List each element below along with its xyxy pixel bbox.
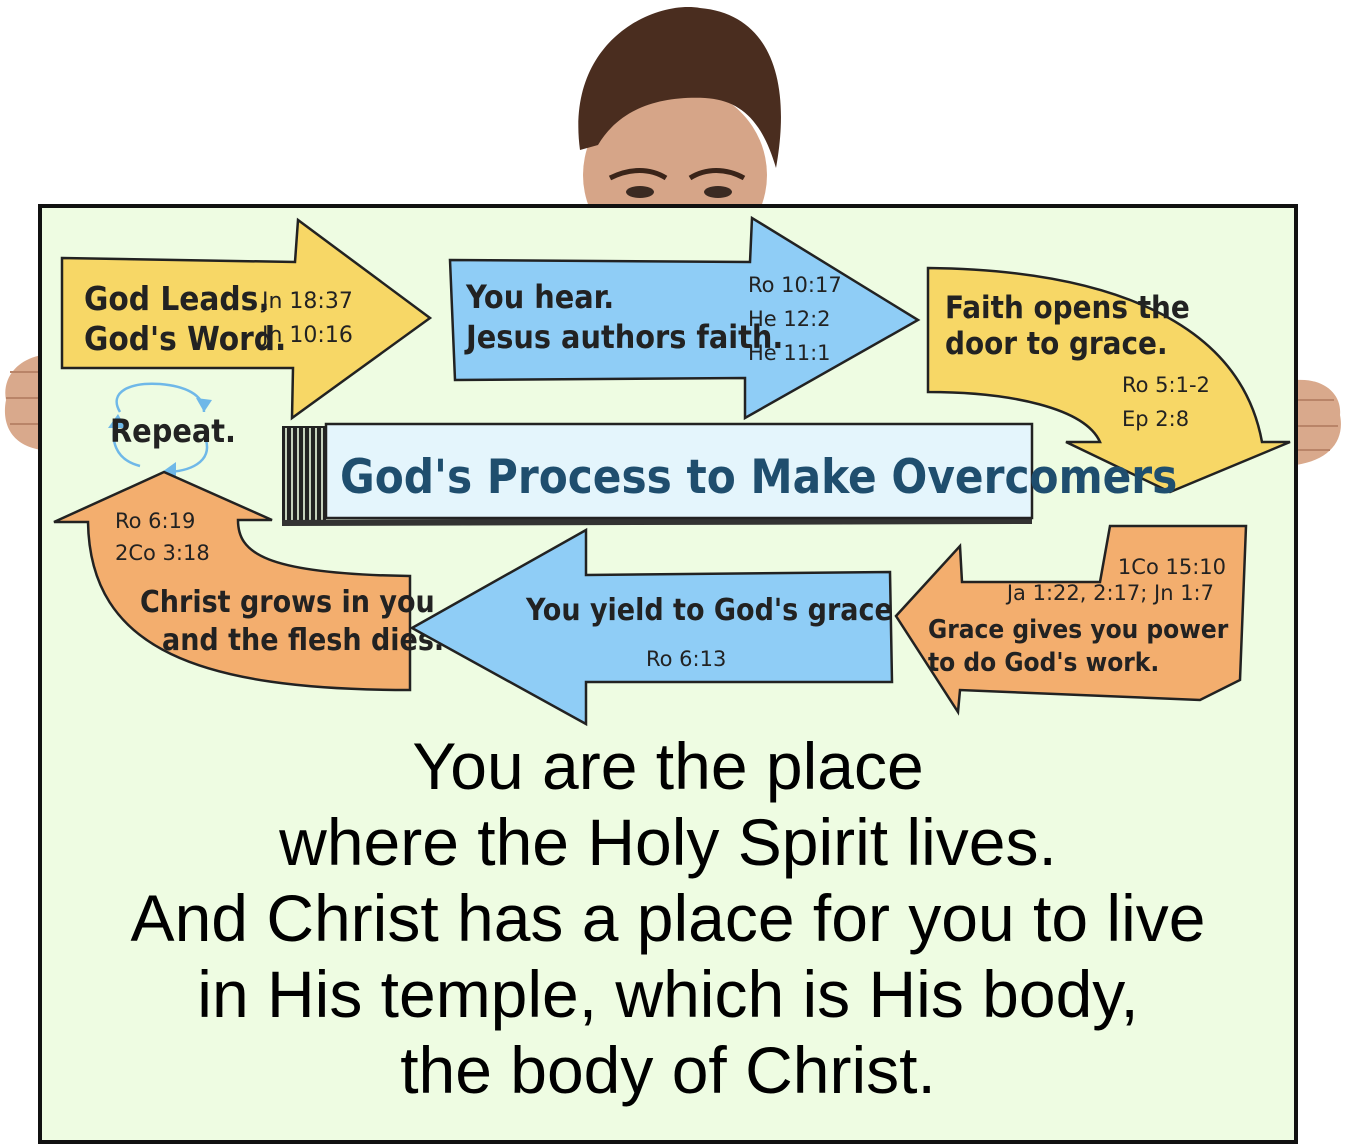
step-ref: 1Co 15:10 <box>1118 555 1226 579</box>
step-arrow-christ-grows: Ro 6:19 2Co 3:18 Christ grows in you and… <box>53 470 444 692</box>
step-arrow-god-leads: God Leads. God's Word. Jn 18:37 Jn 10:16 <box>60 217 433 421</box>
message-line: where the Holy Spirit lives. <box>279 805 1057 879</box>
step-line: and the flesh dies. <box>162 623 444 658</box>
message-line: in His temple, which is His body, <box>197 957 1139 1031</box>
page-title: God's Process to Make Overcomers <box>340 450 1177 505</box>
message-line: And Christ has a place for you to live <box>130 881 1206 955</box>
right-hand <box>1296 379 1341 465</box>
message-line: You are the place <box>412 729 924 803</box>
step-line: Grace gives you power <box>928 615 1229 645</box>
message-line: the body of Christ. <box>400 1033 936 1107</box>
step-line: Christ grows in you <box>140 585 435 620</box>
step-line: You yield to God's grace <box>525 593 893 628</box>
cycle-arrow-icon <box>196 398 212 412</box>
scripture-message: You are the place where the Holy Spirit … <box>42 728 1294 1108</box>
step-line: God's Word. <box>84 319 286 358</box>
step-ref: Jn 10:16 <box>260 323 353 348</box>
step-ref: 2Co 3:18 <box>115 541 210 565</box>
step-line: God Leads. <box>84 279 270 318</box>
title-banner: God's Process to Make Overcomers <box>282 422 1177 526</box>
step-arrow-you-hear: You hear. Jesus authors faith. Ro 10:17 … <box>448 215 921 421</box>
step-ref: Jn 18:37 <box>260 289 353 314</box>
step-arrow-you-yield: You yield to God's grace Ro 6:13 <box>409 527 894 727</box>
step-line: Faith opens the <box>945 290 1190 326</box>
repeat-label: Repeat. <box>110 412 236 450</box>
step-ref: Ro 10:17 <box>748 273 842 297</box>
step-ref: Ro 6:19 <box>115 509 195 533</box>
step-arrow-grace-gives: 1Co 15:10 Ja 1:22, 2:17; Jn 1:7 Grace gi… <box>894 524 1248 716</box>
step-ref: Ro 6:13 <box>646 647 726 671</box>
left-hand <box>4 355 42 450</box>
step-ref: He 12:2 <box>748 307 831 331</box>
step-line: Jesus authors faith. <box>464 318 783 356</box>
step-line: door to grace. <box>945 326 1168 362</box>
step-ref: He 11:1 <box>748 341 831 365</box>
step-ref: Ep 2:8 <box>1122 407 1189 431</box>
step-line: You hear. <box>465 278 614 316</box>
repeat-cycle: Repeat. <box>108 382 236 480</box>
step-ref: Ro 5:1-2 <box>1122 373 1210 397</box>
step-ref: Ja 1:22, 2:17; Jn 1:7 <box>1005 581 1214 605</box>
step-line: to do God's work. <box>928 648 1159 678</box>
step-arrow-faith-opens: Faith opens the door to grace. Ro 5:1-2 … <box>926 266 1291 494</box>
